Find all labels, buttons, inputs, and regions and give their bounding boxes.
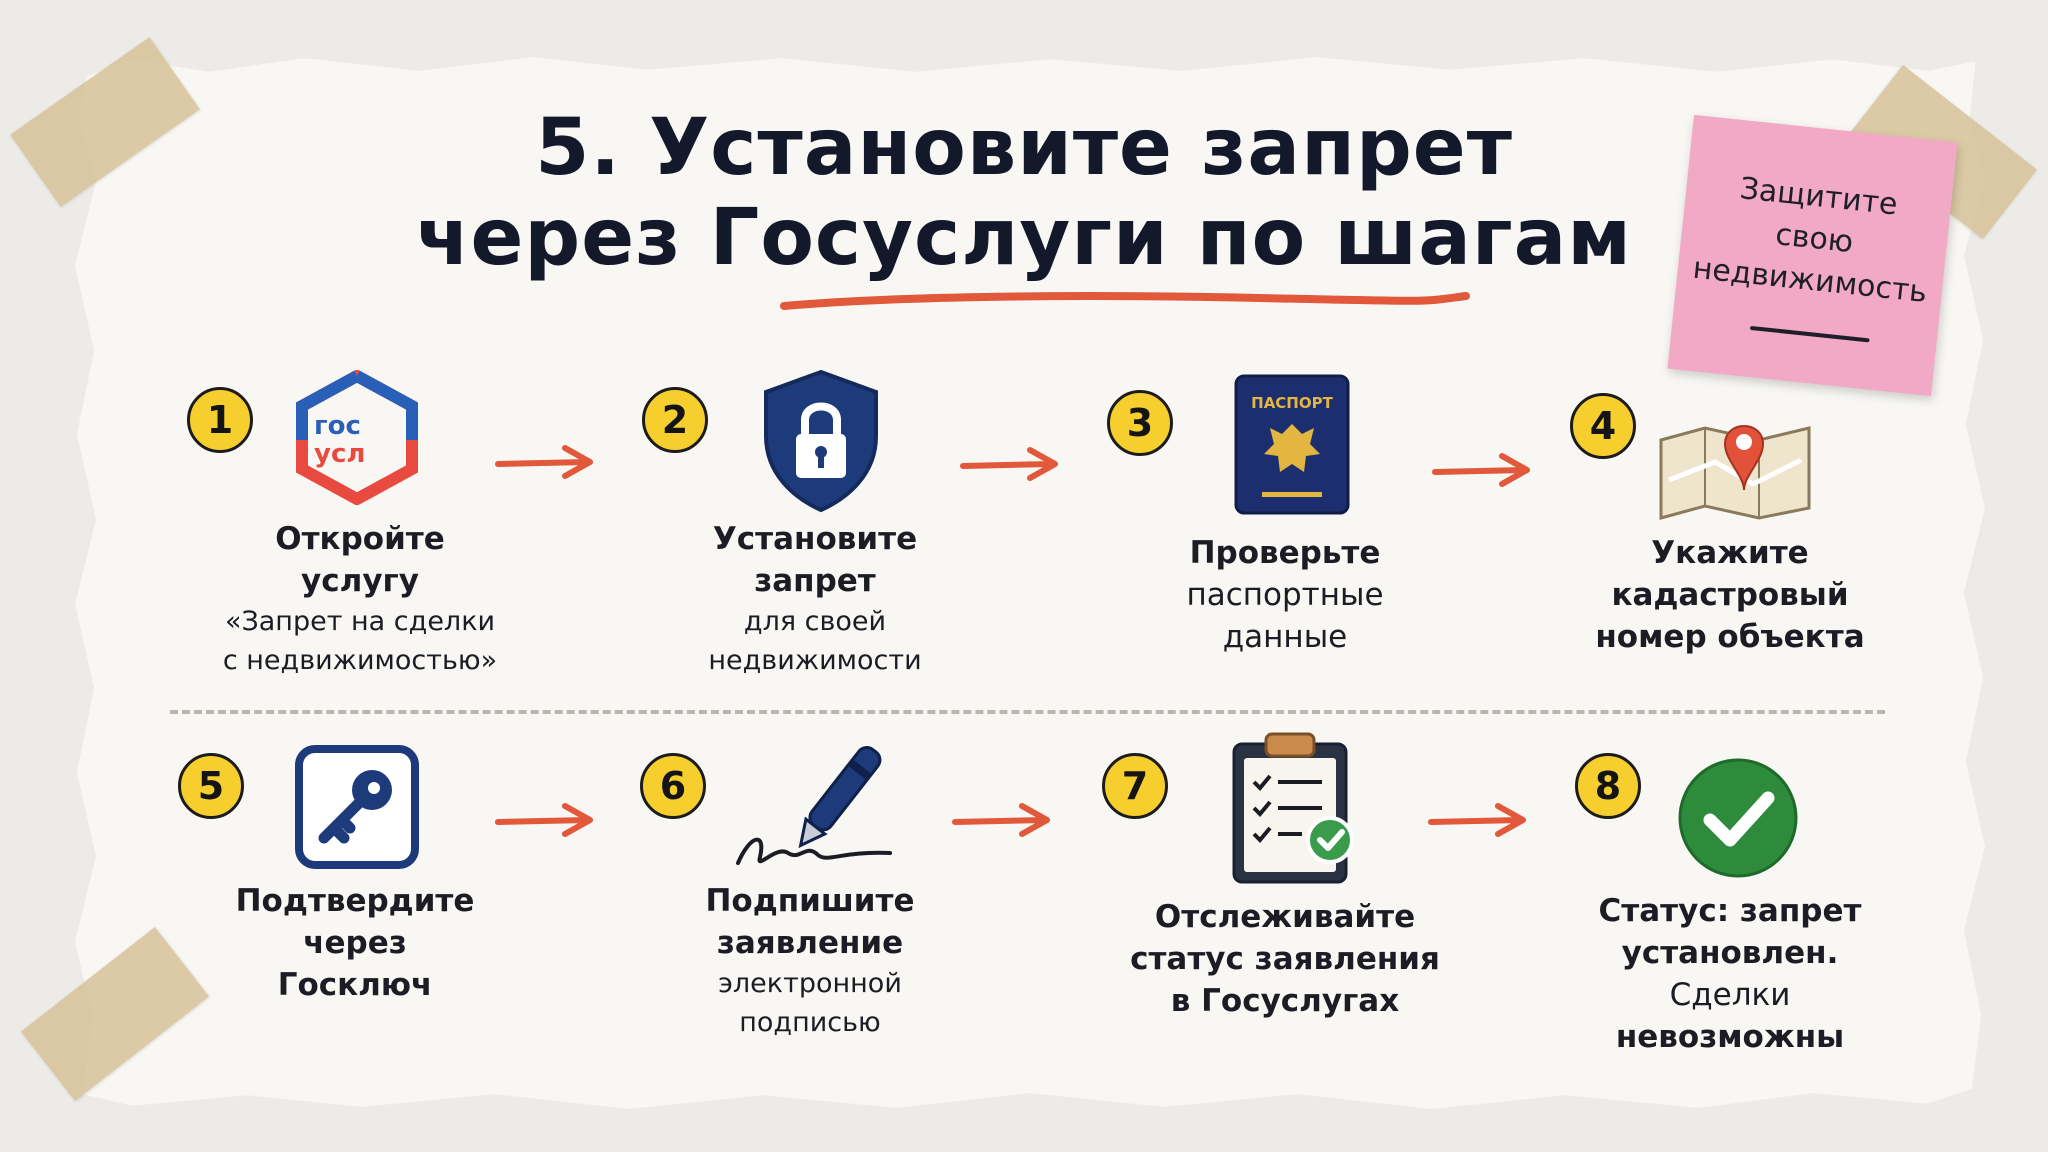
shield-lock-icon: [764, 369, 878, 513]
step-1-desc-1: «Запрет на сделки: [224, 606, 496, 637]
step-6-badge: 6: [640, 753, 706, 819]
step-3-title-1: Проверьте: [1189, 535, 1381, 571]
passport-icon: ПАСПОРТ: [1234, 374, 1350, 515]
arrow-5-6: [495, 803, 593, 837]
passport-text: ПАСПОРТ: [1251, 394, 1333, 412]
step-8-title-4: невозможны: [1615, 1019, 1845, 1055]
torn-paper-card: [75, 57, 1985, 1109]
step-5-title-1: Подтвердите: [235, 883, 475, 919]
step-4-badge: 4: [1570, 393, 1636, 459]
map-pin-icon: [1659, 425, 1811, 520]
page-title-line-1: 5. Установите запрет: [535, 103, 1513, 193]
key-icon: [295, 745, 419, 869]
clipboard-check-icon: [1232, 732, 1354, 884]
step-4-label: Укажите кадастровый номер объекта: [1570, 532, 1890, 658]
sticky-note: Защитите свою недвижимость: [1667, 114, 1958, 397]
gosuslugi-logo-text-2: усл: [314, 439, 365, 469]
step-8-title-1: Статус: запрет: [1598, 893, 1862, 929]
step-2-desc-1: для своей: [743, 606, 887, 637]
step-2-title-1: Установите: [712, 521, 918, 557]
step-2-desc-2: недвижимости: [708, 645, 922, 676]
step-8-title-3: Сделки: [1669, 977, 1791, 1013]
arrow-1-2: [495, 445, 593, 479]
step-8-label: Статус: запрет установлен. Сделки невозм…: [1570, 890, 1890, 1058]
step-5-title-3: Госключ: [277, 967, 433, 1003]
step-5-title-2: через: [303, 925, 407, 961]
step-6-label: Подпишите заявление электронной подписью: [660, 880, 960, 1042]
step-7-badge: 7: [1102, 753, 1168, 819]
step-3-badge: 3: [1107, 390, 1173, 456]
check-circle-icon: [1678, 758, 1798, 878]
step-4-title-1: Укажите: [1651, 535, 1809, 571]
gosuslugi-logo-icon: гос усл: [296, 370, 418, 505]
step-6-title-1: Подпишите: [705, 883, 915, 919]
arrow-7-8: [1428, 803, 1526, 837]
pen-signature-icon: [736, 746, 892, 865]
gosuslugi-logo-text-1: гос: [314, 411, 361, 441]
step-7-title-3: в Госуслугах: [1170, 983, 1400, 1019]
title-underline: [780, 292, 1470, 310]
step-1-title-1: Откройте: [275, 521, 445, 557]
step-6-title-2: заявление: [716, 925, 904, 961]
step-3-label: Проверьте паспортные данные: [1130, 532, 1440, 658]
step-4-title-3: номер объекта: [1595, 619, 1865, 655]
step-1-title-2: услугу: [301, 563, 419, 599]
step-5-badge: 5: [178, 753, 244, 819]
step-7-title-2: статус заявления: [1130, 941, 1440, 977]
step-3-title-2: паспортные: [1186, 577, 1384, 613]
step-7-title-1: Отслеживайте: [1154, 899, 1416, 935]
step-7-label: Отслеживайте статус заявления в Госуслуг…: [1125, 896, 1445, 1022]
step-2-title-2: запрет: [754, 563, 876, 599]
step-6-desc-1: электронной: [718, 968, 902, 999]
step-1-badge: 1: [187, 387, 253, 453]
step-5-label: Подтвердите через Госключ: [200, 880, 510, 1006]
step-4-title-2: кадастровый: [1611, 577, 1849, 613]
arrow-6-7: [952, 803, 1050, 837]
step-2-badge: 2: [642, 387, 708, 453]
sticky-underline: [1749, 325, 1870, 343]
arrow-2-3: [960, 447, 1058, 481]
step-8-title-2: установлен.: [1621, 935, 1839, 971]
step-6-desc-2: подписью: [739, 1007, 881, 1038]
step-2-label: Установите запрет для своей недвижимости: [665, 518, 965, 680]
step-3-title-3: данные: [1222, 619, 1348, 655]
step-8-badge: 8: [1575, 753, 1641, 819]
step-1-label: Откройте услугу «Запрет на сделки с недв…: [200, 518, 520, 680]
step-1-desc-2: с недвижимостью»: [222, 645, 498, 676]
arrow-3-4: [1432, 453, 1530, 487]
dashed-divider: [170, 710, 1885, 714]
page-title-line-2: через Госуслуги по шагам: [415, 193, 1633, 283]
